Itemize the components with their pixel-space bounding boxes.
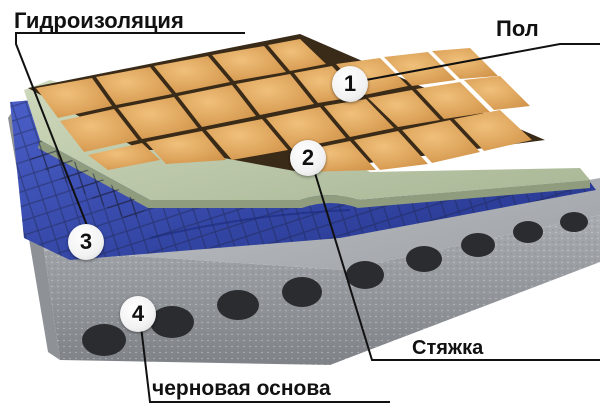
badge-subfloor: 4 — [120, 296, 156, 332]
label-waterproofing: Гидроизоляция — [14, 8, 184, 33]
leader-lines — [15, 32, 600, 403]
badge-screed: 2 — [290, 140, 326, 176]
leader-waterproofing — [15, 32, 245, 229]
label-screed: Стяжка — [412, 337, 484, 359]
slab-holes — [82, 212, 588, 356]
leader-floor — [354, 43, 600, 83]
leader-screed — [310, 159, 600, 361]
screed-slab — [24, 80, 590, 200]
leader-subfloor — [139, 317, 390, 403]
label-subfloor: черновая основа — [152, 377, 331, 400]
badge-waterproofing: 3 — [68, 224, 104, 260]
label-floor: Пол — [496, 16, 539, 41]
screed-layer — [24, 80, 590, 222]
badge-floor: 1 — [332, 66, 368, 102]
